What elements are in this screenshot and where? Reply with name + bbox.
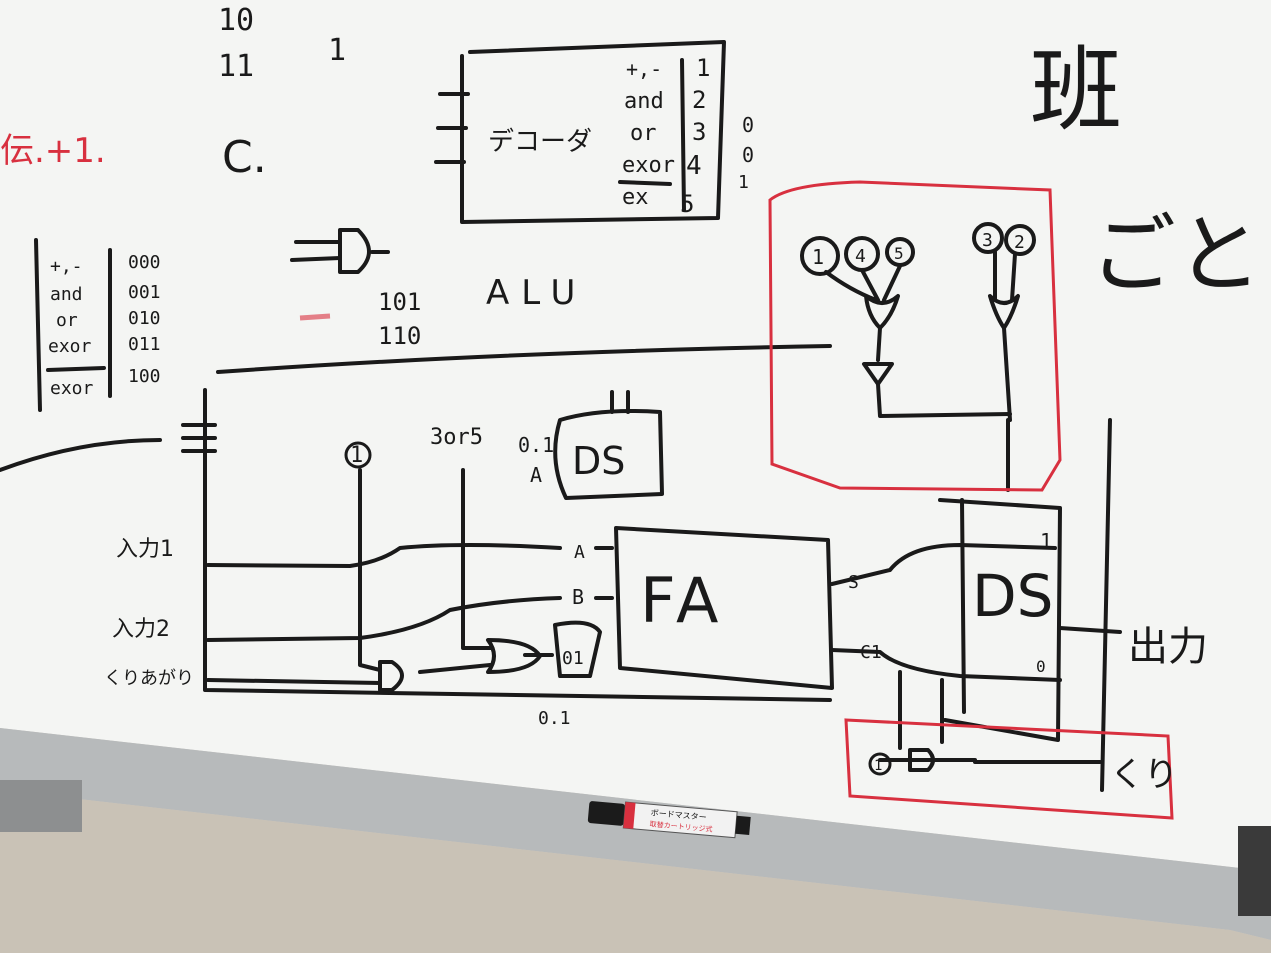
decoder-label: デコーダ <box>488 127 592 157</box>
circled-4: 4 <box>855 246 866 267</box>
ds-corner-1: 1 <box>1040 529 1052 553</box>
xor-cluster <box>800 222 1036 422</box>
or-gate <box>486 638 542 674</box>
alu-frame <box>0 344 1112 792</box>
table-op-2: and <box>50 284 83 305</box>
red-box-carry <box>844 718 1174 820</box>
fa-pin-b: B <box>572 585 584 609</box>
circled-3: 3 <box>982 230 993 251</box>
or-bottom-label: 0.1 <box>538 708 571 729</box>
nand-digits-1: 101 <box>378 288 421 316</box>
xor-box <box>553 620 602 678</box>
decoder-num-1: 1 <box>696 54 710 82</box>
decoder-side-3: 1 <box>738 172 749 193</box>
table-code-1: 000 <box>128 252 161 273</box>
circled-1: 1 <box>812 245 824 269</box>
carry-label: くり <box>1110 755 1178 795</box>
output-label: 出力 <box>1128 624 1208 670</box>
table-op-3: or <box>56 310 78 331</box>
and-gate <box>378 660 404 692</box>
kanji-goto: ごと <box>1090 205 1262 305</box>
top-right-digit: 1 <box>328 33 346 68</box>
fa-pin-a: A <box>574 542 585 563</box>
ds-small-prefix: 0.1 <box>518 433 554 457</box>
input-label-1: 入力1 <box>116 537 174 562</box>
table-op-1: +,- <box>50 256 83 277</box>
decoder-side-1: 0 <box>742 113 754 137</box>
tray-clip <box>0 780 82 832</box>
kanji-han: 班 <box>1030 37 1122 144</box>
ds-corner-0: 0 <box>1036 657 1046 676</box>
whiteboard-marker[interactable]: ボードマスター 取替カートリッジ式 <box>587 799 751 839</box>
decoder-num-2: 2 <box>692 86 706 114</box>
red-box-xor <box>768 180 1062 492</box>
table-op-4: exor <box>48 336 92 357</box>
ds-small-a: A <box>530 463 542 487</box>
table-code-4: 011 <box>128 334 161 355</box>
mark-one: 1 <box>350 443 363 468</box>
decoder-op-1: +,- <box>626 57 662 81</box>
table-op-5: exor <box>50 378 94 399</box>
ds-small-box <box>553 409 664 500</box>
decoder-num-4: 4 <box>686 151 702 181</box>
or-out-label: 01 <box>562 648 584 669</box>
red-left-text: 伝.+1. <box>0 131 106 171</box>
decoder-num-5: 5 <box>680 190 694 218</box>
decoder-box <box>434 40 726 224</box>
ds-large-label: DS <box>972 562 1053 630</box>
fa-out-c: C1 <box>860 642 882 663</box>
circled-5: 5 <box>894 244 904 263</box>
alu-title: ALU <box>486 273 587 313</box>
input-label-2: 入力2 <box>112 617 170 642</box>
mark-3or5: 3or5 <box>430 425 483 450</box>
adder-label: FA <box>640 564 724 637</box>
top-digits-2: 11 <box>218 49 254 84</box>
nand-gate-sketch <box>290 228 390 274</box>
decoder-num-3: 3 <box>692 118 706 146</box>
ds-small-label: DS <box>572 439 625 483</box>
board-edge-bracket <box>1238 826 1271 916</box>
truth-table <box>34 238 112 412</box>
whiteboard-tray <box>0 728 1271 940</box>
decoder-op-5: ex <box>622 185 649 210</box>
circled-2: 2 <box>1014 232 1025 253</box>
ds-large-box <box>938 498 1062 742</box>
decoder-op-2: and <box>624 89 664 114</box>
table-code-3: 010 <box>128 308 161 329</box>
decoder-op-3: or <box>630 121 657 146</box>
table-code-2: 001 <box>128 282 161 303</box>
fa-out-s: S <box>848 572 859 593</box>
nand-digits-2: 110 <box>378 322 421 350</box>
decoder-op-4: exor <box>622 153 675 178</box>
input-label-3: くりあがり <box>104 668 194 689</box>
input-wires <box>206 468 562 685</box>
full-adder-box <box>614 526 834 690</box>
c-label: C. <box>222 132 267 183</box>
top-digits-1: 10 <box>218 3 254 38</box>
decoder-side-2: 0 <box>742 143 754 167</box>
table-code-5: 100 <box>128 366 161 387</box>
carry-circle: 1 <box>874 758 882 774</box>
whiteboard-surface <box>0 0 1271 875</box>
